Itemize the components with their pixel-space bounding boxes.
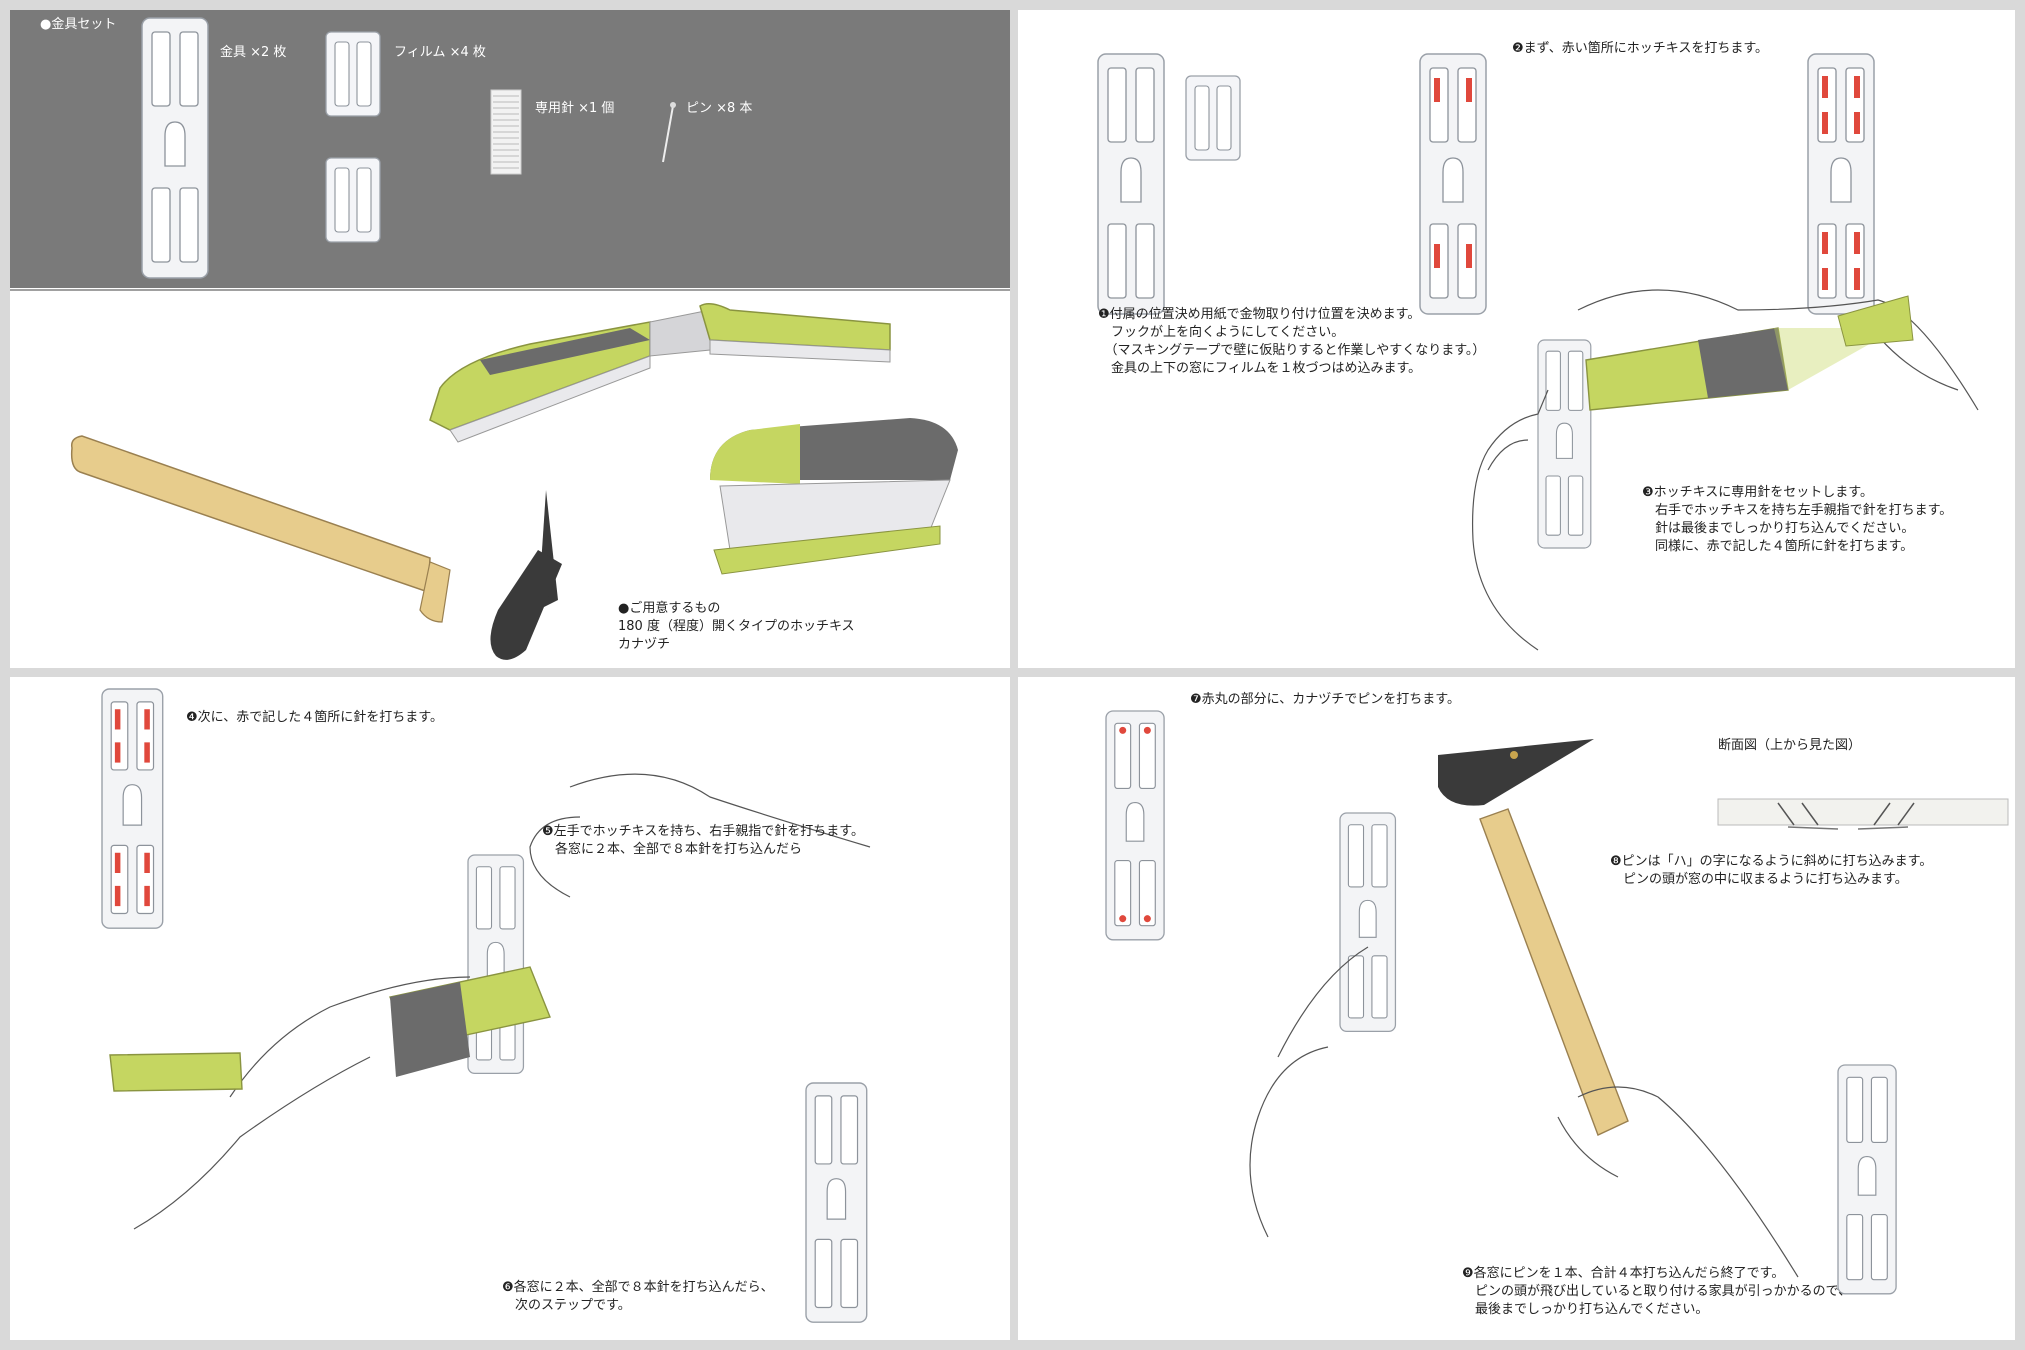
staple-pack-illustration	[490, 89, 522, 175]
bracket-finished-illustration	[1837, 1064, 1897, 1295]
steps-4-6-illustration	[101, 688, 871, 1323]
pin-illustration	[662, 102, 676, 163]
hammer-illustration	[1438, 739, 1629, 1136]
film-illustration	[325, 157, 381, 243]
step-7-text: ❼赤丸の部分に、カナヅチでピンを打ちます。	[1190, 692, 1460, 707]
step-1-text: ❶付属の位置決め用紙で金物取り付け位置を決めます。 フックが上を向くようにしてく…	[1098, 307, 1486, 376]
film-label: フィルム ×4 枚	[394, 45, 486, 60]
hands-illustration	[1472, 289, 1979, 651]
panel-steps-7-9: ❼赤丸の部分に、カナヅチでピンを打ちます。 断面図（上から見た図） ❽ピンは「ハ…	[1018, 677, 2015, 1340]
bracket-on-wall-illustration	[467, 854, 525, 1075]
step-8-text: ❽ピンは「ハ」の字になるように斜めに打ち込みます。 ピンの頭が窓の中に収まるよう…	[1610, 854, 1933, 887]
stapler-in-hand-illustration	[1585, 295, 1914, 411]
film-illustration	[325, 31, 381, 117]
stapler-open-illustration	[429, 303, 891, 443]
stapler-in-hand-illustration	[109, 966, 551, 1092]
bracket-on-wall-illustration	[1339, 812, 1397, 1033]
contents-illustration	[10, 17, 1010, 660]
bracket-illustration	[1097, 53, 1165, 315]
bracket-with-marks-illustration	[1419, 53, 1487, 315]
hands-illustration	[1249, 946, 1799, 1278]
steps-7-9-illustration	[1105, 710, 2009, 1295]
hands-illustration	[133, 773, 871, 1230]
bracket-on-wall-illustration	[1537, 339, 1592, 549]
step-5-text: ❺左手でホッチキスを持ち、右手親指で針を打ちます。 各窓に２本、全部で８本針を打…	[542, 824, 864, 857]
stapler-closed-illustration	[710, 418, 958, 575]
bracket-with-dots-illustration	[1105, 710, 1165, 941]
film-illustration	[1185, 75, 1241, 161]
pin-label: ピン ×8 本	[686, 101, 753, 116]
bracket-with-marks-illustration	[101, 688, 164, 929]
set-title: ●金具セット	[40, 17, 117, 32]
step-4-text: ❹次に、赤で記した４箇所に針を打ちます。	[186, 710, 443, 725]
prepare-note: ●ご用意するもの 180 度（程度）開くタイプのホッチキス カナヅチ	[618, 601, 855, 652]
panel-contents: ●金具セット 金具 ×2 枚 フィルム ×4 枚 専用針 ×1 個 ピン ×8 …	[10, 10, 1010, 668]
bracket-label: 金具 ×2 枚	[220, 45, 287, 60]
hammer-illustration	[70, 435, 562, 660]
step-6-text: ❻各窓に２本、全部で８本針を打ち込んだら、 次のステップです。	[502, 1280, 774, 1313]
cross-section-illustration	[1717, 798, 2009, 830]
panel-steps-4-6: ❹次に、赤で記した４箇所に針を打ちます。 ❺左手でホッチキスを持ち、右手親指で針…	[10, 677, 1010, 1340]
section-label: 断面図（上から見た図）	[1718, 738, 1862, 753]
steps-1-3-illustration	[1097, 53, 1979, 651]
bracket-illustration	[141, 17, 209, 279]
step-9-text: ❾各窓にピンを１本、合計４本打ち込んだら終了です。 ピンの頭が飛び出していると取…	[1462, 1266, 1852, 1317]
step-3-text: ❸ホッチキスに専用針をセットします。 右手でホッチキスを持ち左手親指で針を打ちま…	[1642, 485, 1953, 554]
step-2-text: ❷まず、赤い箇所にホッチキスを打ちます。	[1512, 41, 1769, 56]
staple-label: 専用針 ×1 個	[535, 101, 615, 116]
bracket-with-marks-illustration	[1807, 53, 1875, 315]
panel-steps-1-3: ❶付属の位置決め用紙で金物取り付け位置を決めます。 フックが上を向くようにしてく…	[1018, 10, 2015, 668]
bracket-finished-illustration	[805, 1082, 868, 1323]
